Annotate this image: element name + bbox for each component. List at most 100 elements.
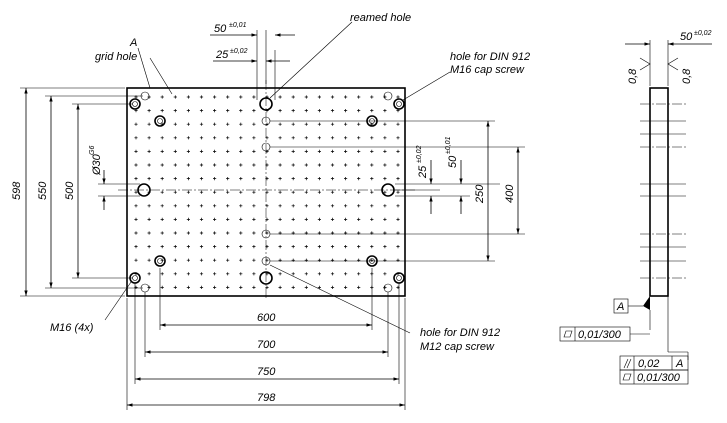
grid-hole-mark [357,245,361,249]
grid-hole-mark [383,258,387,262]
grid-hole-mark [186,109,190,113]
flatness-icon-2 [622,373,632,381]
grid-hole-mark [213,231,217,235]
flatness-icon [563,330,573,338]
grid-hole-mark [186,190,190,194]
side-view: 50 ±0,02 0,8 0,8 A [559,30,712,385]
grid-hole-mark [344,245,348,249]
dim-750: 750 [257,366,276,378]
grid-hole-mark [344,149,348,153]
grid-hole-mark [173,109,177,113]
grid-hole-mark [304,272,308,276]
svg-text:0,02: 0,02 [638,358,659,370]
grid-hole-mark [317,272,321,276]
grid-hole-mark [213,109,217,113]
label-m16-hole-line1: hole for DIN 912 [450,51,530,63]
grid-hole-mark [396,217,400,221]
grid-hole-mark [186,149,190,153]
grid-hole-mark [291,109,295,113]
grid-hole-mark [291,149,295,153]
grid-hole-mark [226,217,230,221]
grid-hole-mark [173,122,177,126]
grid-hole-mark [147,272,151,276]
side-hole-lines [640,103,686,279]
grid-hole-mark [396,149,400,153]
grid-hole-mark [226,231,230,235]
grid-hole-mark [330,177,335,181]
grid-hole-mark [291,217,295,221]
grid-hole-mark [239,272,243,276]
front-view: A grid hole reamed hole hole for DIN 912… [11,12,530,410]
grid-hole-mark [278,109,282,113]
grid-hole-mark [213,217,217,221]
grid-hole-mark [226,109,230,113]
grid-hole-mark [252,177,256,181]
grid-hole-mark [383,149,387,153]
dim-50: 50 [214,23,227,35]
grid-hole-mark [160,109,164,113]
grid-hole-mark [134,204,138,208]
grid-hole-mark [291,136,295,140]
grid-hole-mark [199,122,204,126]
grid-hole-mark [226,272,230,276]
grid-hole-mark [291,163,295,167]
grid-hole-mark [370,177,374,181]
grid-hole-mark [226,122,230,126]
grid-hole-mark [330,272,335,276]
grid-hole-mark [213,272,217,276]
grid-hole-mark [134,258,138,262]
dim-25-tol: ±0,02 [230,48,248,55]
side-plate [649,87,669,297]
grid-hole-mark [160,163,164,167]
grid-hole-mark [147,177,151,181]
grid-hole-mark [383,204,387,208]
grid-hole-mark [396,245,400,249]
vertical-dimensions-right [270,120,525,262]
grid-hole-mark [160,285,164,289]
grid-hole-mark [317,245,321,249]
grid-hole-mark [213,122,217,126]
grid-hole-mark [147,217,151,221]
grid-hole-mark [213,163,217,167]
grid-hole-mark [396,95,400,99]
grid-hole-mark [357,217,361,221]
roughness-right-icon: 0,8 [667,57,693,84]
grid-hole-mark [291,122,295,126]
grid-hole-mark [278,163,282,167]
grid-hole-mark [252,258,256,262]
grid-hole-mark [186,245,190,249]
grid-hole-mark [252,285,256,289]
grid-hole-mark [134,177,138,181]
grid-hole-mark [344,163,348,167]
grid-hole-mark [226,163,230,167]
grid-hole-mark [147,231,151,235]
grid-hole-mark [160,136,164,140]
tolerance-frame-2: 0,02 A 0,01/300 [619,351,689,385]
grid-hole-mark [186,122,190,126]
label-reamed-hole: reamed hole [350,12,411,24]
label-m16-count: M16 (4x) [50,322,94,334]
grid-hole-mark [173,258,177,262]
grid-hole-mark [344,122,348,126]
grid-hole-mark [239,190,243,194]
grid-hole-mark [213,204,217,208]
reamed-hole-left [137,183,151,197]
svg-text:A: A [675,358,683,370]
grid-hole-mark [134,217,138,221]
grid-hole-mark [357,95,361,99]
dim-798: 798 [257,392,276,404]
grid-hole-mark [252,149,256,153]
grid-hole-mark [134,245,138,249]
grid-hole-mark [304,149,308,153]
grid-hole-mark [396,163,400,167]
roughness-left-icon: 0,8 [627,57,651,84]
svg-text:0,8: 0,8 [681,68,693,84]
grid-hole-mark [134,149,138,153]
grid-hole-mark [160,204,164,208]
grid-hole-mark [330,149,335,153]
grid-hole-mark [304,217,308,221]
grid-hole-mark [330,163,335,167]
grid-hole-mark [147,245,151,249]
flatness-frame-1: 0,01/300 [559,326,650,342]
grid-hole-mark [134,231,138,235]
